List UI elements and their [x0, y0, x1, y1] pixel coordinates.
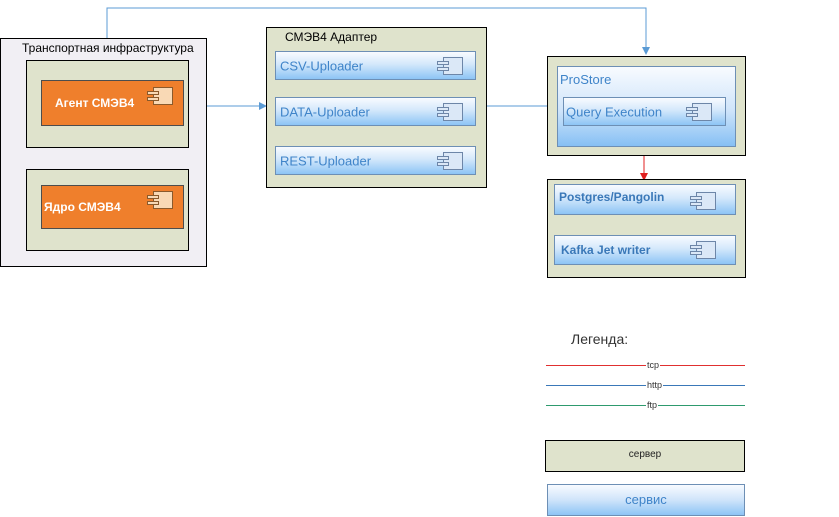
- core-smev4-service: Ядро СМЭВ4: [41, 185, 184, 229]
- legend-server-box: сервер: [545, 440, 745, 472]
- component-icon: [437, 152, 463, 170]
- rest-uploader-service: REST-Uploader: [275, 146, 476, 175]
- core-smev4-label: Ядро СМЭВ4: [44, 200, 121, 214]
- kafka-jet-writer-service: Kafka Jet writer: [554, 235, 736, 265]
- legend-server-label: сервер: [628, 449, 662, 460]
- legend-title: Легенда:: [571, 331, 629, 347]
- query-execution-label: Query Execution: [566, 104, 663, 119]
- transport-infrastructure-title: Транспортная инфраструктура: [22, 41, 194, 55]
- component-icon: [147, 191, 173, 209]
- legend-http-line: [546, 385, 745, 386]
- postgres-pangolin-service: Postgres/Pangolin: [554, 184, 736, 215]
- csv-uploader-service: CSV-Uploader: [275, 51, 476, 80]
- data-uploader-service: DATA-Uploader: [275, 97, 476, 126]
- legend-tcp-line: [546, 365, 745, 366]
- agent-smev4-service: Агент СМЭВ4: [41, 80, 184, 126]
- component-icon: [686, 103, 712, 121]
- kafka-jet-writer-label: Kafka Jet writer: [561, 243, 651, 257]
- component-icon: [690, 192, 716, 210]
- component-icon: [147, 87, 173, 105]
- legend-ftp-line: [546, 405, 745, 406]
- smev4-adapter-title: СМЭВ4 Адаптер: [285, 30, 378, 44]
- prostore-title: ProStore: [560, 72, 612, 87]
- legend-service-box: сервис: [547, 484, 745, 516]
- csv-uploader-label: CSV-Uploader: [280, 58, 364, 73]
- component-icon: [437, 57, 463, 75]
- legend-http-label: http: [646, 380, 664, 390]
- http-link-infra-to-prostore: [106, 7, 650, 55]
- component-icon: [437, 103, 463, 121]
- legend-ftp-label: ftp: [646, 400, 659, 410]
- rest-uploader-label: REST-Uploader: [280, 153, 372, 168]
- query-execution-service: Query Execution: [563, 97, 726, 126]
- legend-service-label: сервис: [625, 492, 667, 507]
- data-uploader-label: DATA-Uploader: [280, 104, 370, 119]
- postgres-pangolin-label: Postgres/Pangolin: [559, 189, 665, 204]
- component-icon: [690, 241, 716, 259]
- agent-smev4-label: Агент СМЭВ4: [55, 96, 135, 110]
- legend-tcp-label: tcp: [646, 360, 661, 370]
